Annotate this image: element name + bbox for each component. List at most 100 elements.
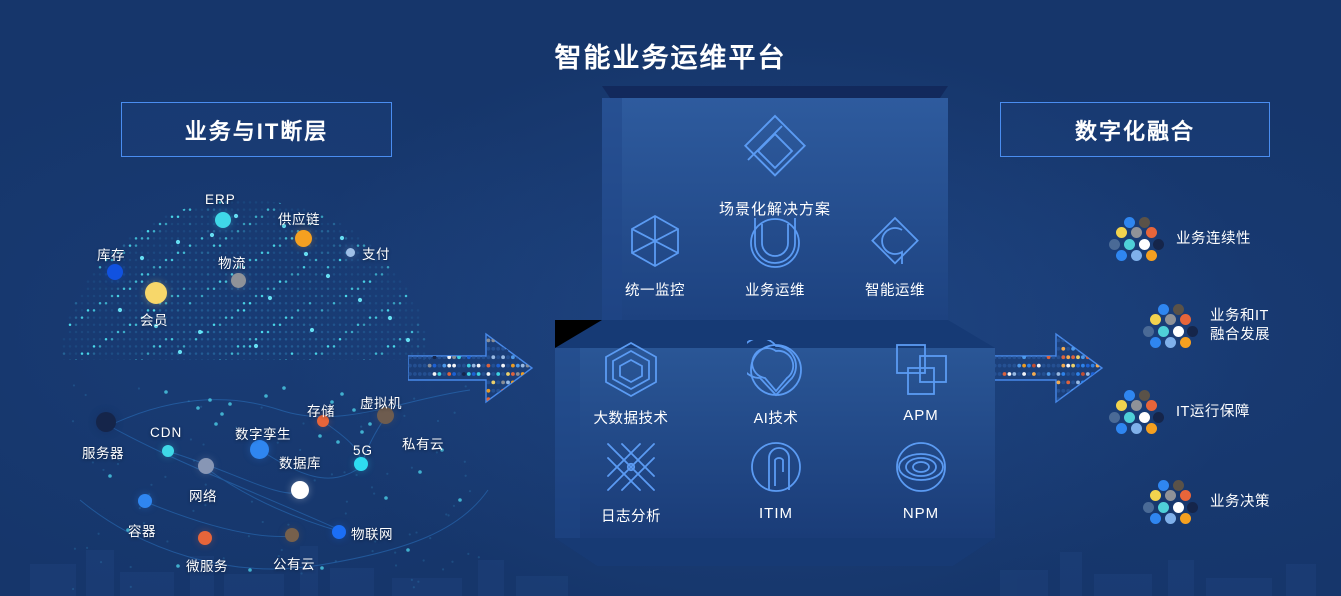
data-node (231, 273, 246, 288)
cluster-dot (1146, 250, 1157, 261)
cluster-dot (1143, 502, 1154, 513)
cluster-dot (1116, 400, 1127, 411)
node-label: 容器 (128, 520, 156, 540)
cluster-dot (1180, 490, 1191, 501)
teardrop-pin-icon (747, 340, 805, 398)
node-label: 服务器 (82, 442, 124, 462)
cluster-dot (1173, 502, 1184, 513)
cluster-dot (1131, 250, 1142, 261)
tech-bigdata[interactable]: 大数据技术 (576, 340, 686, 428)
cluster-dot (1158, 480, 1169, 491)
tech-label: ITIM (759, 505, 793, 522)
cluster-dot (1153, 239, 1164, 250)
page-title: 智能业务运维平台 (0, 36, 1341, 75)
business-globe: ERP供应链支付库存物流会员 (60, 180, 430, 370)
capability-label: 智能运维 (865, 279, 925, 300)
capability-aiops[interactable]: 智能运维 (840, 212, 950, 300)
cluster-dot (1180, 513, 1191, 524)
tech-itim[interactable]: ITIM (721, 438, 831, 526)
cluster-dot (1180, 337, 1191, 348)
outcome-label: IT运行保障 (1176, 403, 1250, 422)
cluster-dot (1146, 227, 1157, 238)
cluster-dot (1173, 326, 1184, 337)
cluster-dot (1116, 227, 1127, 238)
data-node (295, 230, 312, 247)
node-label: 库存 (97, 244, 125, 264)
tech-npm[interactable]: NPM (866, 438, 976, 526)
cluster-dot (1165, 513, 1176, 524)
cluster-dot (1165, 490, 1176, 501)
cross-lines-icon (602, 438, 660, 496)
data-node (198, 458, 214, 474)
outcome-label: 业务连续性 (1176, 230, 1251, 249)
capability-unified-monitoring[interactable]: 统一监控 (600, 212, 710, 300)
cluster-dot (1139, 412, 1150, 423)
cluster-dot (1180, 314, 1191, 325)
cluster-dot (1139, 239, 1150, 250)
node-label: 物联网 (351, 523, 393, 543)
node-label: 私有云 (402, 433, 444, 453)
hero-capability[interactable]: 场景化解决方案 (540, 112, 1010, 219)
cluster-dot (1139, 217, 1150, 228)
technology-row-mid: 大数据技术 AI技术 (576, 340, 976, 428)
left-panel-heading: 业务与IT断层 (121, 102, 392, 157)
overlap-squares-icon (892, 340, 950, 398)
node-label: ERP (205, 192, 236, 207)
cluster-dot (1139, 390, 1150, 401)
data-node (346, 248, 355, 257)
cluster-dot (1158, 326, 1169, 337)
node-label: 公有云 (273, 553, 315, 573)
cluster-dot (1124, 412, 1135, 423)
tech-log-analysis[interactable]: 日志分析 (576, 438, 686, 526)
outcome-item[interactable]: 业务连续性 (1106, 215, 1251, 263)
cluster-dot (1124, 390, 1135, 401)
tech-label: NPM (903, 505, 939, 522)
node-label: 物流 (218, 252, 246, 272)
cluster-dot (1165, 337, 1176, 348)
tech-label: APM (903, 407, 939, 424)
tech-label: 大数据技术 (594, 407, 669, 428)
node-label: 存储 (307, 400, 335, 420)
outcome-item[interactable]: 业务决策 (1140, 478, 1270, 526)
cluster-dot (1116, 423, 1127, 434)
node-label: 会员 (140, 309, 168, 329)
capability-business-ops[interactable]: 业务运维 (720, 212, 830, 300)
outcome-item[interactable]: 业务和IT 融合发展 (1140, 302, 1270, 350)
outcome-item[interactable]: IT运行保障 (1106, 388, 1250, 436)
dot-cluster-icon (1140, 302, 1194, 350)
capability-row-top: 统一监控 业务运维 (600, 212, 950, 300)
platform-structure: 场景化解决方案 统一监控 (540, 86, 1010, 566)
diamond-pin-icon (866, 212, 924, 270)
tech-label: AI技术 (754, 407, 799, 428)
data-node (96, 412, 116, 432)
transition-arrow-left (408, 326, 536, 415)
cluster-dot (1146, 400, 1157, 411)
node-label: 数字孪生 (235, 423, 291, 443)
cluster-dot (1124, 239, 1135, 250)
capability-label: 业务运维 (745, 279, 805, 300)
u-arc-icon (746, 212, 804, 270)
technology-row-bottom: 日志分析 ITIM (576, 438, 976, 526)
tech-apm[interactable]: APM (866, 340, 976, 428)
node-label: 支付 (362, 243, 390, 263)
node-label: 数据库 (279, 452, 321, 472)
cluster-dot (1131, 400, 1142, 411)
data-node (285, 528, 299, 542)
cluster-dot (1116, 250, 1127, 261)
cluster-dot (1150, 513, 1161, 524)
cluster-dot (1143, 326, 1154, 337)
cluster-dot (1124, 217, 1135, 228)
cluster-dot (1109, 239, 1120, 250)
hexagon-spoke-icon (626, 212, 684, 270)
tech-ai[interactable]: AI技术 (721, 340, 831, 428)
cluster-dot (1165, 314, 1176, 325)
cluster-dot (1150, 337, 1161, 348)
node-label: 5G (353, 443, 373, 458)
cluster-dot (1187, 326, 1198, 337)
circle-p-icon (747, 438, 805, 496)
right-panel-heading: 数字化融合 (1000, 102, 1270, 157)
tech-label: 日志分析 (601, 505, 661, 526)
dot-cluster-icon (1106, 215, 1160, 263)
node-label: 微服务 (186, 555, 228, 575)
